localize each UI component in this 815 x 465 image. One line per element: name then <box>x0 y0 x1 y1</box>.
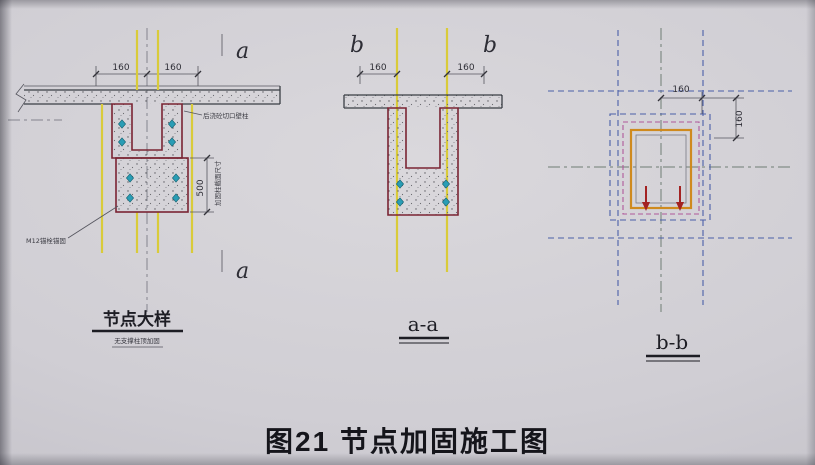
detail-outline-square <box>622 121 700 215</box>
inner-square <box>635 134 687 204</box>
anchor-markers <box>118 119 180 203</box>
middle-view-title: a-a <box>408 312 439 336</box>
right-view-title: b-b <box>656 330 688 354</box>
reinforcement-block <box>115 157 189 213</box>
left-view-node-detail: a a 160 160 <box>8 28 281 348</box>
dimension-500: 500 <box>190 154 214 216</box>
dim-160-bb-side: 160 <box>735 110 745 127</box>
annotation-column: 加固柱截面尺寸 <box>213 160 222 206</box>
hidden-outline-square <box>609 113 711 221</box>
section-letter-right: b <box>483 33 497 58</box>
u-collar-section-aa <box>387 107 459 216</box>
dim-500: 500 <box>196 179 206 196</box>
hidden-beam-lines <box>548 30 792 305</box>
dim-160-mid-left: 160 <box>369 63 386 73</box>
section-letter-left: b <box>350 33 364 58</box>
existing-column-yellow-lines <box>100 30 194 253</box>
dimension-side-bb: 160 <box>702 94 745 142</box>
annotation-bolt: M12锚栓锚固 <box>26 236 66 245</box>
dimension-top-bb: 160 <box>657 85 706 114</box>
load-arrows <box>642 186 684 211</box>
new-collar-square <box>629 128 693 210</box>
section-letter-bottom: a <box>236 259 249 284</box>
middle-view-section-aa: b b 160 160 a- <box>343 28 503 344</box>
left-view-subtitle: 无支撑柱顶加固 <box>114 336 160 345</box>
anchor-markers-mid <box>396 179 450 207</box>
break-mark <box>15 83 27 113</box>
dim-160-bb-top: 160 <box>672 85 689 95</box>
left-view-title: 节点大样 <box>103 309 171 330</box>
right-view-section-bb: 160 160 b-b <box>548 28 792 362</box>
dim-160-right: 160 <box>164 63 181 73</box>
annotation-cut: 后浇砼切口壁柱 <box>203 111 249 120</box>
slab-beam <box>15 83 281 113</box>
slab-beam-mid <box>343 94 503 109</box>
dim-160-mid-right: 160 <box>457 63 474 73</box>
section-letter-top: a <box>236 39 249 64</box>
dimension-top: 160 160 <box>92 63 202 86</box>
dimension-top-mid: 160 160 <box>356 63 488 84</box>
dim-160-left: 160 <box>112 63 129 73</box>
figure-caption: 图21 节点加固施工图 <box>265 426 550 457</box>
